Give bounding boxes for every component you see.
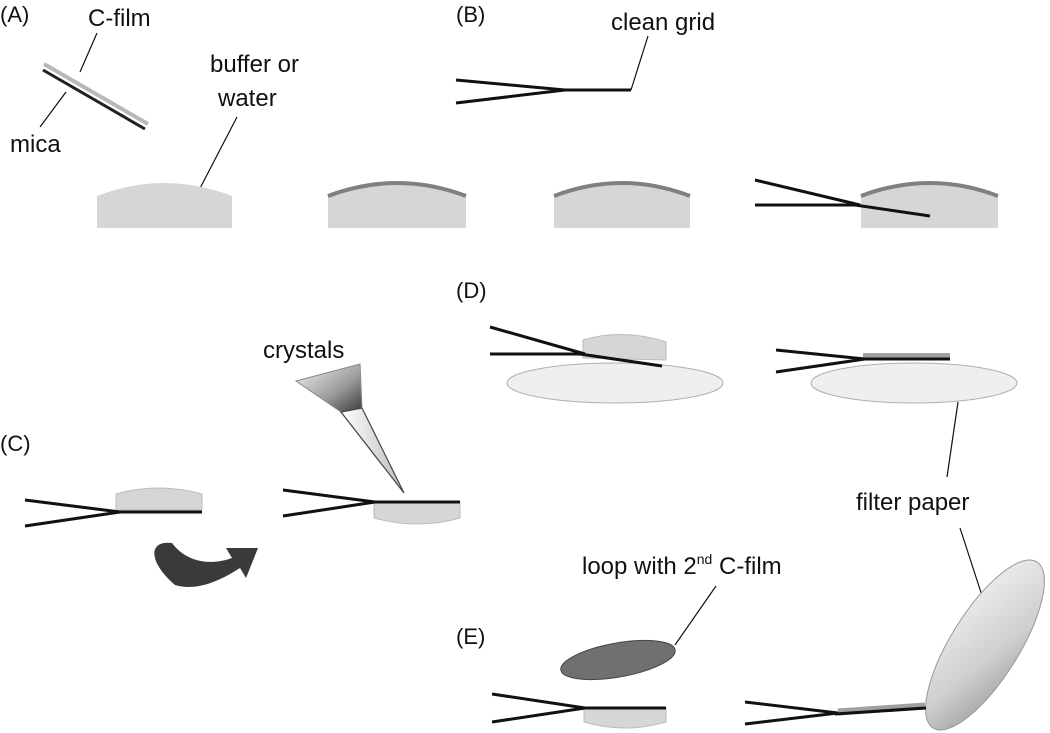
buffer-droplet [97,183,232,228]
buffer-pointer [195,116,238,197]
grid-sandwich-e2 [744,700,927,726]
grid-with-film-e1 [491,692,667,729]
mica-pointer [39,91,67,128]
grid-with-film-down [282,488,461,525]
panel-label-d: (D) [456,278,487,303]
filter-paper-2 [810,362,1018,404]
buffer-label-line1: buffer or [210,51,299,78]
crystals-label: crystals [263,337,344,364]
c-film-pointer [79,32,98,73]
mica-with-c-film [42,62,149,131]
c-film-label: C-film [88,5,151,32]
loop-c-film [560,639,676,681]
mica-label: mica [10,131,61,158]
droplet-with-film-1 [327,181,467,228]
panel-label-b: (B) [456,2,485,27]
droplet-with-film-2 [553,181,691,228]
grid-blotting-1 [489,325,667,368]
panel-label-e: (E) [456,624,485,649]
filter-paper-label: filter paper [856,489,969,516]
panel-label-a: (A) [0,2,29,27]
clean-grid-label: clean grid [611,9,715,36]
flip-arrow [154,542,258,587]
grid-with-film-up [24,487,203,528]
clean-grid-pointer [630,35,649,91]
grid-blotted-2 [775,348,950,374]
filter-paper-pointer-top [946,401,959,478]
tweezers-with-grid [455,78,631,105]
loop-label: loop with 2nd C-film [582,551,782,580]
filter-paper-tilted [925,559,1045,731]
buffer-label-line2: water [217,85,277,112]
pipette [294,363,405,494]
loop-pointer [674,585,717,646]
filter-paper-1 [506,362,724,404]
droplet-with-film-and-grid [754,178,999,228]
panel-label-c: (C) [0,431,31,456]
